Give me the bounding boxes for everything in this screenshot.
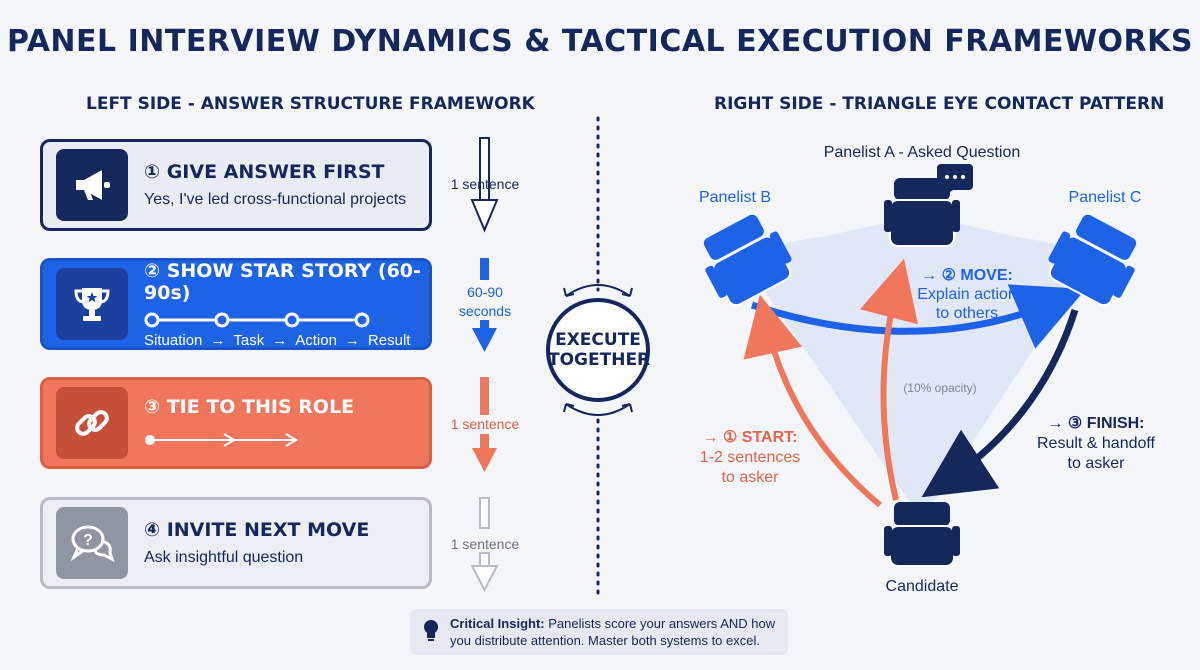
- right-section-title: RIGHT SIDE - TRIANGLE EYE CONTACT PATTER…: [714, 94, 1165, 114]
- critical-insight-box: Critical Insight: Panelists score your a…: [410, 609, 788, 655]
- chat-bubble-icon: [937, 164, 973, 198]
- page-title: PANEL INTERVIEW DYNAMICS & TACTICAL EXEC…: [6, 24, 1194, 59]
- duration-label-1: 1 sentence: [450, 176, 520, 192]
- start-head: → ① START:: [702, 429, 798, 446]
- step-arrow: →: [210, 331, 226, 349]
- card-heading: ① GIVE ANSWER FIRST: [144, 161, 385, 183]
- card-tie-to-role: ③ TIE TO THIS ROLE: [40, 377, 432, 469]
- step-result: Result: [367, 331, 411, 349]
- finish-head: → ③ FINISH:: [1047, 415, 1145, 432]
- step-arrow: →: [272, 331, 288, 349]
- trophy-icon: [56, 268, 128, 340]
- star-steps: Situation → Task → Action → Result: [144, 332, 429, 349]
- start-arrow-left: [743, 294, 882, 508]
- duration-arrow-2: [472, 258, 497, 352]
- execute-line2: TOGETHER: [548, 350, 651, 370]
- step-arrow: →: [344, 331, 360, 349]
- panelist-c-label: Panelist C: [1068, 189, 1142, 206]
- duration-label-2b: seconds: [458, 303, 512, 319]
- step-action: Action: [295, 331, 337, 349]
- finish-arrow: [921, 308, 1079, 498]
- duration-arrow-3: [472, 377, 497, 472]
- chat-question-icon: ?: [56, 507, 128, 579]
- duration-arrow-4: [470, 497, 499, 593]
- insight-text: Panelists score your answers AND how: [544, 616, 776, 631]
- finish-line1: Result & handoff: [1036, 435, 1155, 452]
- duration-arrow-1: [470, 137, 499, 233]
- execute-circle: [546, 298, 650, 402]
- insight-text-2: you distribute attention. Master both sy…: [450, 633, 760, 648]
- cycle-arrow-bottom: [565, 403, 631, 416]
- step-situation: Situation: [144, 331, 203, 349]
- finish-line2: to asker: [1067, 455, 1125, 472]
- duration-label-4: 1 sentence: [450, 536, 520, 552]
- start-line2: to asker: [721, 469, 779, 486]
- start-arrow-center: [859, 258, 919, 501]
- card-subtext: Yes, I've led cross-functional projects: [144, 191, 407, 208]
- triangle-area: [740, 215, 1095, 520]
- start-annotation: → ① START: 1-2 sentences to asker: [690, 428, 810, 488]
- panelist-a-label: Panelist A - Asked Question: [823, 144, 1021, 161]
- chair-panelist-a: [884, 178, 960, 247]
- candidate-label: Candidate: [885, 578, 959, 595]
- step-task: Task: [233, 331, 265, 349]
- card-give-answer: ① GIVE ANSWER FIRST Yes, I've led cross-…: [40, 139, 432, 231]
- move-line1: Explain action: [917, 286, 1017, 303]
- start-line1: 1-2 sentences: [699, 449, 801, 466]
- svg-text:?: ?: [83, 532, 93, 549]
- card-heading: ② SHOW STAR STORY (60-90s): [144, 259, 421, 304]
- tie-arrow-line: [145, 433, 298, 447]
- move-head: → ② MOVE:: [921, 267, 1013, 284]
- execute-together-label: EXECUTE TOGETHER: [548, 330, 651, 370]
- insight-label: Critical Insight:: [450, 616, 545, 631]
- left-section-title: LEFT SIDE - ANSWER STRUCTURE FRAMEWORK: [86, 94, 535, 114]
- opacity-note: (10% opacity): [903, 381, 977, 395]
- move-annotation: → ② MOVE: Explain action to others: [905, 266, 1029, 323]
- chair-candidate: [884, 502, 960, 567]
- card-heading: ③ TIE TO THIS ROLE: [144, 396, 355, 418]
- star-progress-line: [144, 312, 370, 327]
- card-subtext: Ask insightful question: [144, 549, 304, 566]
- finish-annotation: → ③ FINISH: Result & handoff to asker: [1028, 414, 1164, 474]
- card-invite-next-move: ? ④ INVITE NEXT MOVE Ask insightful ques…: [40, 497, 432, 589]
- lightbulb-icon: [422, 619, 440, 646]
- execute-line1: EXECUTE: [555, 330, 641, 350]
- link-icon: [56, 387, 128, 459]
- megaphone-icon: [56, 149, 128, 221]
- move-line2: to others: [935, 305, 999, 322]
- chair-panelist-c: [1048, 214, 1137, 307]
- cycle-arrow-top: [565, 284, 631, 297]
- duration-label-3: 1 sentence: [450, 416, 520, 432]
- chair-panelist-b: [703, 214, 792, 307]
- panelist-b-label: Panelist B: [698, 189, 772, 206]
- duration-label-2a: 60-90: [467, 284, 503, 300]
- card-star-story: ② SHOW STAR STORY (60-90s) Situation → T…: [40, 258, 432, 350]
- card-heading: ④ INVITE NEXT MOVE: [144, 519, 370, 541]
